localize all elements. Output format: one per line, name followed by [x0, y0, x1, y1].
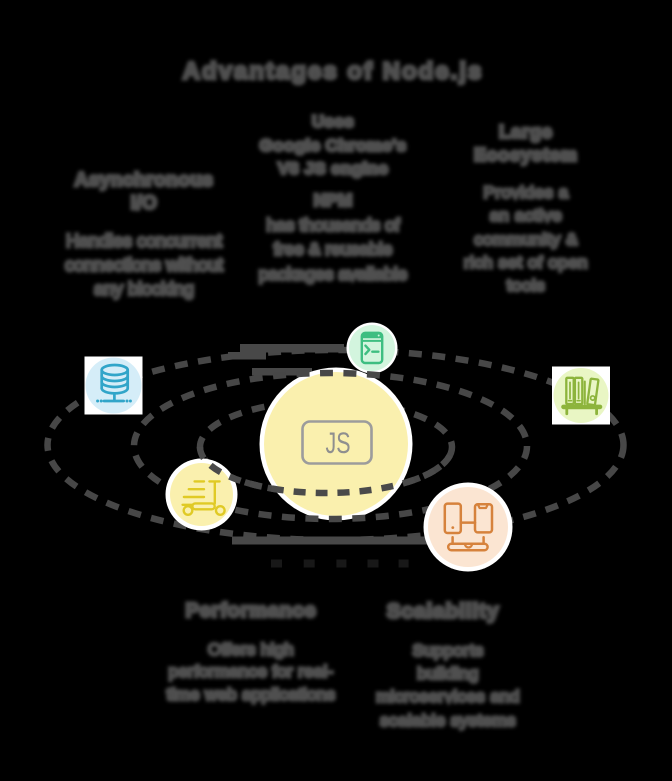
svg-text:JS: JS [326, 427, 351, 460]
